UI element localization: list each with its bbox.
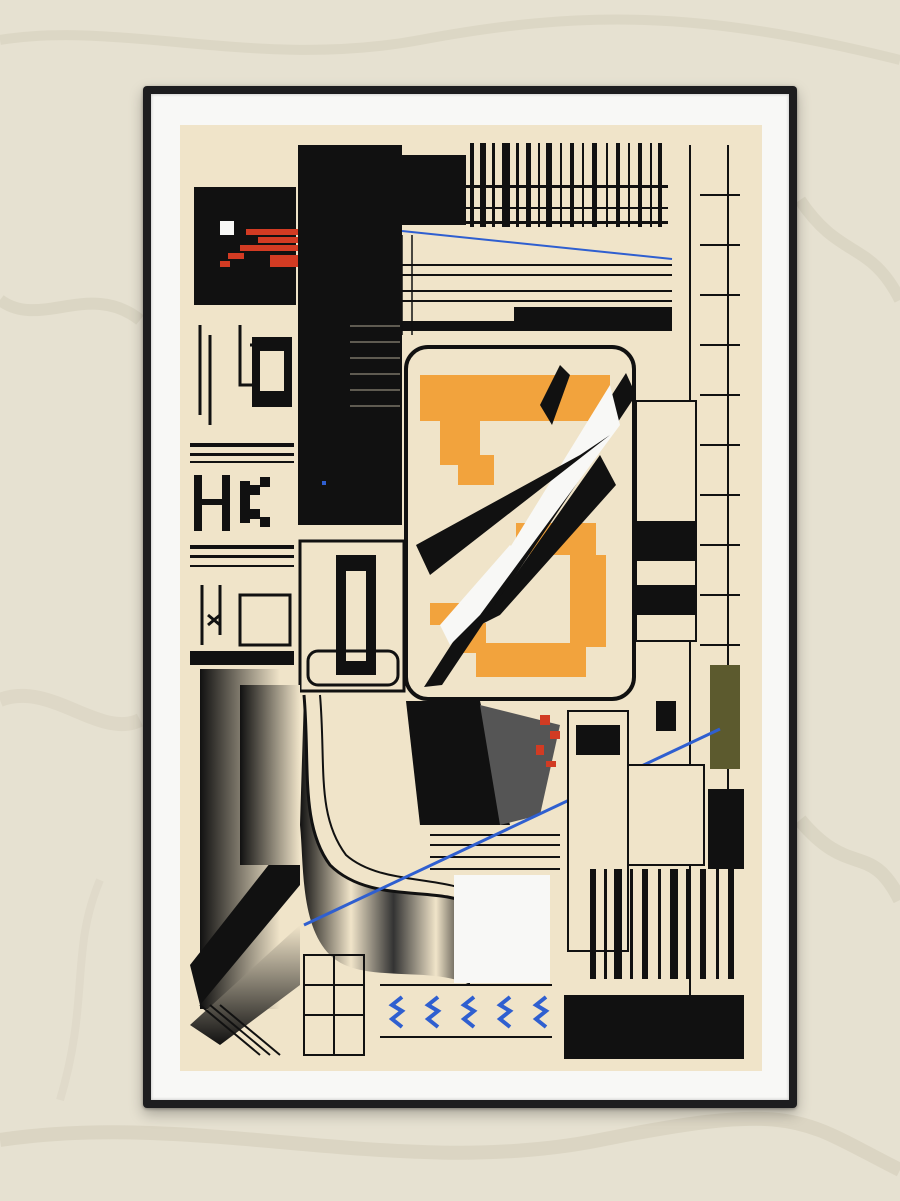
lower-middle-glitch bbox=[303, 701, 721, 952]
wave-ribbon bbox=[300, 694, 481, 985]
middle-left-structure bbox=[298, 539, 406, 693]
olive-block bbox=[710, 665, 740, 769]
art-print bbox=[180, 125, 762, 1071]
shard-burst bbox=[416, 365, 636, 687]
bottom-right-towers bbox=[564, 701, 744, 1059]
top-barcode-stripes bbox=[402, 143, 668, 227]
black-column bbox=[298, 145, 402, 525]
lower-left-gradients bbox=[190, 669, 300, 1056]
abstract-composition bbox=[190, 143, 744, 1059]
upper-line-field bbox=[401, 230, 673, 335]
lower-left-grid bbox=[303, 954, 365, 1056]
blue-bracket-glyphs bbox=[388, 995, 550, 1029]
white-square bbox=[454, 875, 550, 983]
orange-glyph-tile bbox=[404, 345, 636, 701]
